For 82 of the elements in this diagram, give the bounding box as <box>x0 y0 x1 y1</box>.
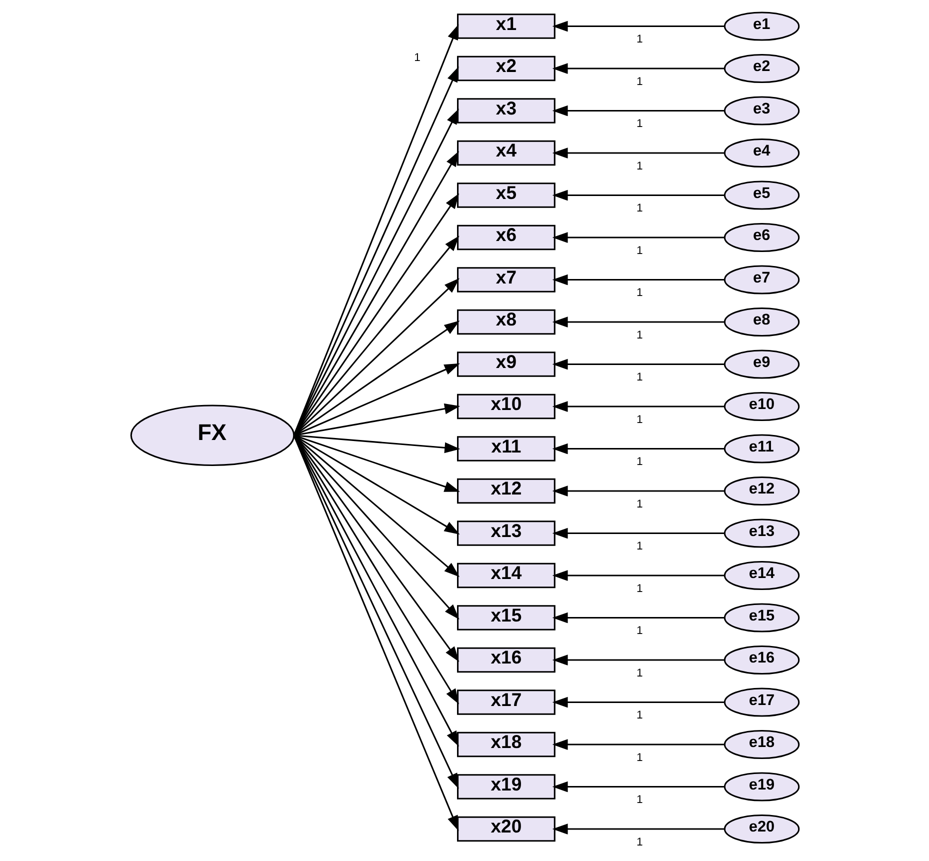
edge-label: 1 <box>636 625 642 638</box>
arrow <box>552 739 724 750</box>
node-ellipse: e7 <box>723 265 800 294</box>
arrow <box>552 612 724 624</box>
edge-label: 1 <box>636 34 642 46</box>
node-box: x1 <box>456 14 555 39</box>
edge-label: 1 <box>636 540 642 553</box>
node-box: x3 <box>456 98 555 124</box>
edge-label: 1 <box>636 372 642 384</box>
edge-label: 1 <box>414 52 420 64</box>
node-ellipse: e9 <box>723 350 800 379</box>
arrow <box>552 358 724 370</box>
node-box: x4 <box>456 140 555 166</box>
edge-label: 1 <box>636 244 642 257</box>
node-ellipse: FX <box>130 404 294 466</box>
node-ellipse: e18 <box>723 730 800 760</box>
node-ellipse: e20 <box>723 814 800 844</box>
arrow <box>552 20 724 32</box>
node-ellipse: e10 <box>723 392 800 422</box>
edge-label: 1 <box>636 202 642 215</box>
node-box: x17 <box>456 690 555 715</box>
node-box: x9 <box>456 352 555 377</box>
node-box: x7 <box>456 267 555 292</box>
node-ellipse: e13 <box>723 518 800 548</box>
edge-label: 1 <box>636 498 642 510</box>
arrow <box>552 824 724 834</box>
edge-label: 1 <box>636 710 642 722</box>
edge-label: 1 <box>636 794 642 806</box>
node-ellipse: e11 <box>723 434 800 464</box>
arrow <box>552 528 724 539</box>
arrow <box>552 696 724 708</box>
node-ellipse: e2 <box>723 54 800 84</box>
node-ellipse: e17 <box>723 688 800 717</box>
node-ellipse: e15 <box>723 603 800 632</box>
node-ellipse: e6 <box>723 222 800 252</box>
node-ellipse: e12 <box>723 476 800 506</box>
edge-label: 1 <box>636 582 642 595</box>
node-box: x15 <box>456 605 555 630</box>
edge-label: 1 <box>636 329 642 342</box>
edge-label: 1 <box>636 836 642 848</box>
arrow <box>552 232 724 243</box>
arrow <box>552 148 724 158</box>
arrow <box>552 570 724 581</box>
node-box: x10 <box>456 394 555 420</box>
arrow <box>552 486 724 496</box>
node-ellipse: e5 <box>723 180 800 210</box>
arrow <box>552 781 724 792</box>
arrow <box>552 190 724 201</box>
edge-label: 1 <box>636 118 642 130</box>
arrow <box>552 401 724 412</box>
arrow <box>552 443 724 454</box>
node-box: x5 <box>456 182 555 208</box>
node-box: x14 <box>456 562 555 588</box>
arrow <box>552 316 724 328</box>
node-box: x6 <box>456 224 555 250</box>
edge-label: 1 <box>636 667 642 680</box>
node-box: x19 <box>456 774 555 800</box>
edge-label: 1 <box>636 76 642 88</box>
node-ellipse: e14 <box>723 560 800 590</box>
node-ellipse: e3 <box>723 96 800 126</box>
edge-label: 1 <box>636 160 642 172</box>
node-box: x13 <box>456 520 555 546</box>
arrow <box>552 654 724 666</box>
edge-label: 1 <box>636 414 642 426</box>
node-ellipse: e1 <box>723 12 800 41</box>
node-box: x8 <box>456 309 555 335</box>
arrow <box>552 63 724 74</box>
node-box: x11 <box>456 436 555 462</box>
node-box: x12 <box>456 478 555 504</box>
edge-label: 1 <box>636 287 642 300</box>
node-ellipse: e4 <box>723 138 800 168</box>
node-ellipse: e19 <box>723 772 800 802</box>
node-box: x16 <box>456 647 555 673</box>
edge-label: 1 <box>636 456 642 468</box>
node-box: x20 <box>456 816 555 842</box>
arrow <box>552 105 724 116</box>
node-box: x18 <box>456 732 555 758</box>
node-ellipse: e16 <box>723 645 800 675</box>
node-ellipse: e8 <box>723 307 800 337</box>
arrow <box>552 274 724 286</box>
edge-label: 1 <box>636 752 642 764</box>
node-box: x2 <box>456 56 555 82</box>
